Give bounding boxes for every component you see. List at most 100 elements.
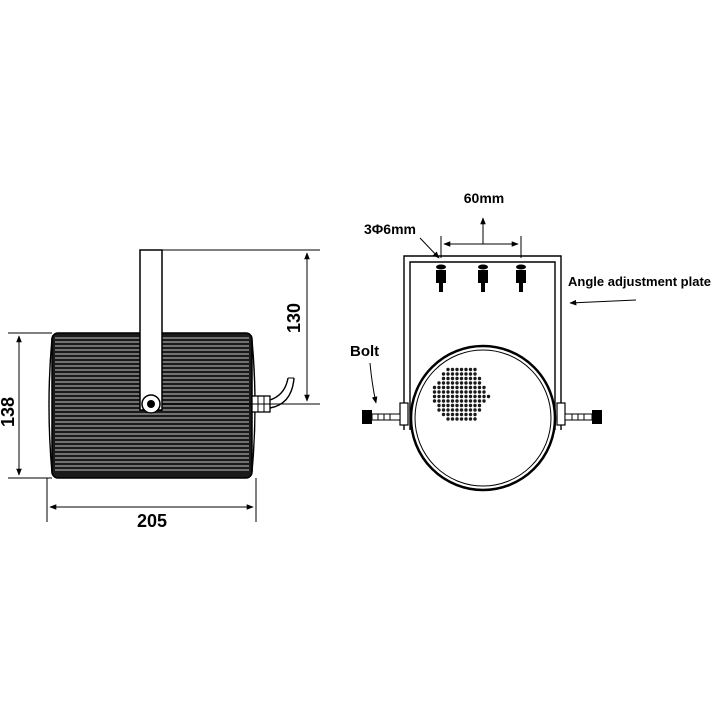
grille-dot	[450, 372, 455, 376]
grille-dot	[464, 399, 468, 403]
grille-dot	[459, 390, 464, 394]
grille-dot	[437, 399, 441, 403]
grille-dot	[441, 394, 446, 399]
grille-dot	[432, 399, 437, 403]
grille-dot	[446, 367, 450, 372]
grille-dot	[464, 367, 468, 372]
top-bolts	[436, 264, 526, 292]
grille-dot	[468, 385, 473, 390]
grille-dot	[441, 408, 446, 412]
grille-dot	[477, 394, 482, 399]
grille-dot	[468, 381, 473, 385]
grille-dot	[441, 372, 446, 376]
bolt-callout: Bolt	[350, 343, 379, 404]
grille-dot	[473, 394, 477, 399]
grille-dot	[446, 417, 450, 421]
grille-dot	[468, 394, 473, 399]
hole-spec-label: 3Φ6mm	[364, 221, 416, 237]
grille-dot	[450, 408, 455, 412]
grille-dot	[446, 376, 450, 381]
grille-dot	[459, 408, 464, 412]
grille-dot	[450, 376, 455, 381]
grille-dot	[473, 417, 477, 421]
grille-dot	[464, 417, 468, 421]
grille-dot	[446, 372, 450, 376]
grille-dot	[450, 394, 455, 399]
grille-dot	[477, 385, 482, 390]
dimension-width: 205	[46, 478, 257, 531]
grille-dot	[455, 385, 459, 390]
grille-dot	[450, 399, 455, 403]
grille-dot	[459, 376, 464, 381]
grille-dot	[455, 372, 459, 376]
hole-spacing-label: 60mm	[464, 190, 504, 206]
grille-dot	[473, 390, 477, 394]
grille-dot	[455, 408, 459, 412]
grille-dot	[446, 408, 450, 412]
grille-dot	[441, 412, 446, 417]
bolt-label: Bolt	[350, 343, 379, 360]
grille-dot	[446, 394, 450, 399]
grille-dot	[464, 403, 468, 408]
grille-dot	[473, 408, 477, 412]
grille-dot	[455, 394, 459, 399]
grille-dot	[437, 403, 441, 408]
grille-dot	[432, 394, 437, 399]
dimension-bracket-height: 130	[162, 249, 320, 405]
grille-dot	[455, 417, 459, 421]
grille-dot	[464, 385, 468, 390]
grille-dot	[446, 381, 450, 385]
height-label: 138	[0, 397, 18, 427]
grille-dot	[464, 381, 468, 385]
grille-dot	[437, 390, 441, 394]
speaker-grille	[432, 367, 491, 421]
grille-dot	[455, 403, 459, 408]
front-view: 60mm 3Φ6mm Bolt Angle adjustment plate	[350, 190, 711, 492]
grille-dot	[432, 390, 437, 394]
grille-dot	[482, 385, 486, 390]
grille-dot	[468, 403, 473, 408]
grille-dot	[482, 394, 486, 399]
grille-dot	[482, 399, 486, 403]
grille-dot	[464, 394, 468, 399]
grille-dot	[455, 367, 459, 372]
width-label: 205	[137, 511, 167, 531]
dimension-hole-spacing: 60mm	[440, 190, 522, 258]
grille-dot	[446, 385, 450, 390]
grille-dot	[473, 381, 477, 385]
grille-dot	[473, 412, 477, 417]
grille-dot	[455, 412, 459, 417]
grille-dot	[450, 412, 455, 417]
grille-dot	[446, 412, 450, 417]
grille-dot	[450, 403, 455, 408]
grille-dot	[468, 390, 473, 394]
grille-dot	[473, 385, 477, 390]
bracket-height-label: 130	[284, 303, 304, 333]
grille-dot	[446, 399, 450, 403]
top-bolt	[436, 264, 446, 292]
grille-dot	[455, 390, 459, 394]
speaker-front	[409, 344, 557, 492]
grille-dot	[450, 417, 455, 421]
grille-dot	[477, 381, 482, 385]
side-bolt-right	[564, 410, 602, 424]
grille-dot	[473, 399, 477, 403]
grille-dot	[464, 372, 468, 376]
grille-dot	[446, 403, 450, 408]
angle-plate-label: Angle adjustment plate	[568, 274, 711, 289]
side-view: 138 205 130	[0, 249, 320, 531]
grille-dot	[477, 403, 482, 408]
grille-dot	[437, 408, 441, 412]
cable-gland	[251, 377, 295, 413]
angle-plate-callout: Angle adjustment plate	[568, 274, 711, 306]
dimension-height: 138	[0, 332, 52, 479]
grille-dot	[446, 390, 450, 394]
grille-dot	[441, 399, 446, 403]
grille-dot	[477, 408, 482, 412]
hole-spec-note: 3Φ6mm	[364, 221, 440, 259]
grille-dot	[459, 372, 464, 376]
grille-dot	[477, 390, 482, 394]
grille-dot	[450, 367, 455, 372]
grille-dot	[464, 376, 468, 381]
grille-dot	[459, 367, 464, 372]
